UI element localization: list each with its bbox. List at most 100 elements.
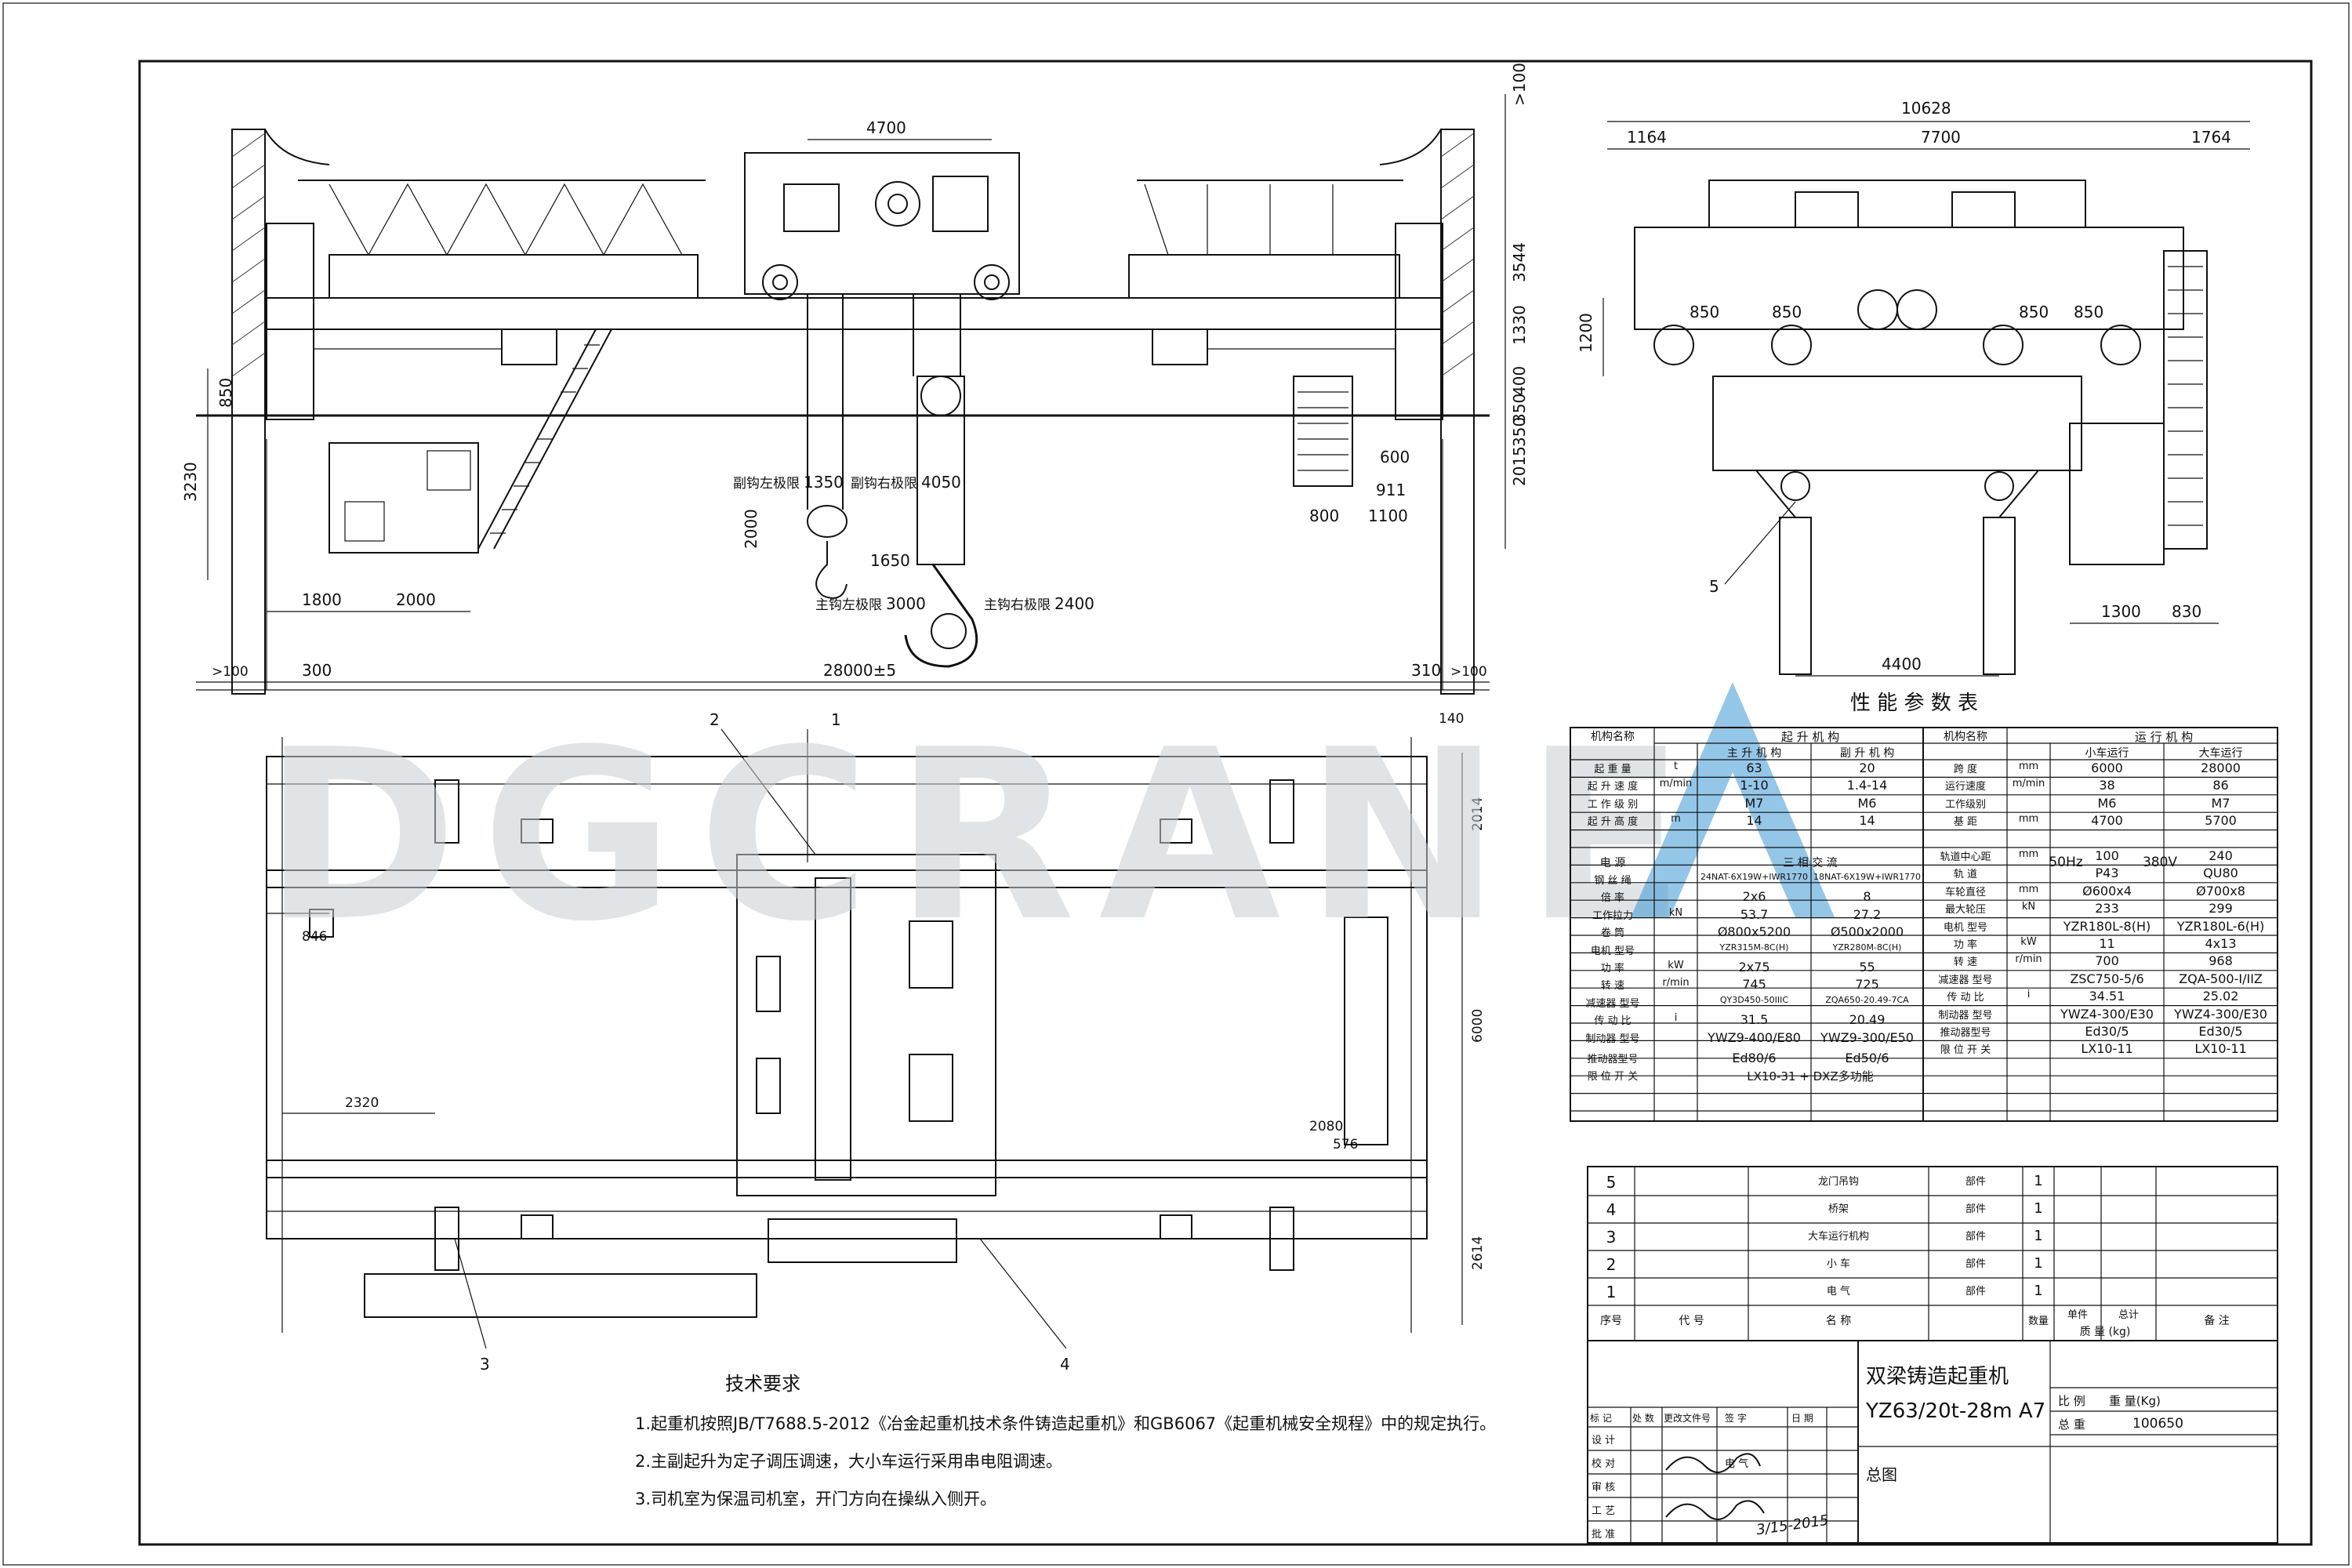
perf-left2-main: 31.5: [1740, 1012, 1769, 1028]
perf-left2-aux: 27.2: [1853, 906, 1882, 922]
perf-left-aux: 14: [1859, 813, 1875, 829]
signature-1: [1665, 1453, 1761, 1473]
dim-right-2: 1330: [1510, 305, 1529, 345]
perf-right-bridge: 240: [2209, 848, 2233, 863]
perf-right-label: 推动器型号: [1940, 1027, 1991, 1039]
perf-right-label: 减速器 型号: [1938, 974, 1993, 986]
perf-table-title: 性 能 参 数 表: [1850, 691, 1978, 715]
perf-left2-label: 电机 型号: [1590, 945, 1635, 957]
perf-left-aux: 20: [1859, 760, 1875, 775]
perf-right-bridge: YZR180L-6(H): [2176, 918, 2265, 934]
perf-left2-main: QY3D450-50IIIC: [1719, 994, 1789, 1005]
perf-left2-aux: Ø500x2000: [1830, 924, 1904, 940]
plan-callout-2: 2: [710, 710, 720, 729]
watermark: DGCRANE: [263, 682, 1835, 973]
perf-right-unit: m/min: [2012, 778, 2045, 790]
title-scale-label: 总 重: [2058, 1417, 2085, 1432]
drawing-frame: [138, 60, 2313, 1546]
perf-right-bridge: M7: [2211, 795, 2230, 811]
perf-left2-main: 2x75: [1738, 960, 1770, 975]
perf-left2-label: 制动器 型号: [1585, 1033, 1640, 1045]
side-row-1: 7700: [1921, 128, 1961, 147]
power-volt: 380V: [2142, 855, 2178, 870]
parts-no: 5: [1606, 1173, 1617, 1192]
perf-left2-label: 钢 丝 绳: [1594, 875, 1632, 887]
perf-right-bridge: 968: [2209, 953, 2233, 969]
dim-right-1: 3544: [1510, 242, 1529, 282]
watermark-accent-shape: [1631, 682, 1835, 917]
perf-right-label: 基 距: [1953, 816, 1978, 829]
perf-left2-unit: i: [1674, 1012, 1678, 1025]
perf-left2-main: YZR315M-8C(H): [1719, 942, 1789, 953]
perf-left2-main: 745: [1742, 977, 1766, 993]
perf-right-header-1: 运 行 机 构: [2134, 730, 2194, 744]
perf-right-label: 功 率: [1953, 939, 1978, 951]
perf-left2-aux: 55: [1859, 960, 1875, 975]
side-br-1: 830: [2172, 602, 2201, 621]
perf-right-bridge: 28000: [2201, 760, 2241, 775]
parts-no: 4: [1606, 1200, 1617, 1219]
perf-right-label: 车轮直径: [1944, 886, 1986, 898]
plan-callout-3: 3: [480, 1355, 490, 1374]
perf-right-bridge: Ø700x8: [2196, 883, 2245, 898]
parts-name: 电 气: [1826, 1286, 1851, 1298]
perf-left2-aux: 8: [1863, 889, 1871, 905]
side-left: 1200: [1577, 313, 1595, 353]
tb-col-3: 签 字: [1725, 1413, 1747, 1424]
perf-right-trolley: Ed30/5: [2085, 1024, 2129, 1039]
perf-right-unit: mm: [2018, 848, 2039, 860]
perf-left-aux: 1.4-14: [1846, 778, 1888, 793]
dim-bottom-right-1: 911: [1376, 481, 1406, 499]
perf-right-trolley: 4700: [2091, 813, 2123, 829]
dim-bottom-left-1: 2000: [396, 590, 436, 609]
plan-dim-5: 2320: [345, 1095, 379, 1111]
parts-h-remark: 备 注: [2204, 1315, 2230, 1327]
perf-left2-unit: kW: [1668, 960, 1684, 971]
parts-type: 部件: [1965, 1176, 1986, 1188]
lift-2-value: 3000: [886, 594, 926, 613]
title-drawing: 总图: [1866, 1465, 1897, 1484]
perf-left2-aux: 18NAT-6X19W+IWR1770: [1813, 872, 1921, 882]
perf-right-trolley: 233: [2095, 901, 2119, 916]
dim-bottom-left-0: 1800: [302, 590, 342, 609]
perf-right-bridge: Ed30/5: [2198, 1024, 2243, 1039]
dim-left-1: 3230: [181, 462, 200, 502]
title-product: 双梁铸造起重机: [1866, 1365, 2009, 1388]
side-br-0: 1300: [2101, 602, 2141, 621]
lift-1-label: 副钩右极限: [851, 476, 917, 492]
perf-right-unit: i: [2027, 989, 2031, 1001]
parts-no: 1: [1606, 1283, 1617, 1301]
lift-0-value: 1350: [804, 473, 844, 492]
plan-dim-7: 576: [1333, 1137, 1358, 1152]
perf-left-main: 1-10: [1740, 778, 1769, 793]
perf-left-label: 起 升 高 度: [1587, 816, 1639, 829]
perf-left2-main: LX10-31 + DXZ多功能: [1747, 1069, 1874, 1084]
dim-right-5: 350: [1510, 417, 1529, 447]
side-top: 10628: [1901, 99, 1951, 118]
dim-bottom-right-0: 600: [1380, 448, 1410, 466]
signature-2: [1665, 1500, 1765, 1520]
side-wheel-3: 850: [2074, 303, 2103, 321]
span-1: 300: [302, 661, 332, 680]
parts-type: 部件: [1965, 1258, 1986, 1270]
perf-right-bridge: YWZ4-300/E30: [2174, 1006, 2267, 1022]
perf-right-sub-0: 小车运行: [2085, 747, 2129, 760]
perf-left-unit: t: [1673, 760, 1679, 772]
tech-req-line-0: 1.起重机按照JB/T7688.5-2012《冶金起重机技术条件铸造起重机》和G…: [635, 1414, 1497, 1433]
perf-left-main: 14: [1746, 813, 1762, 829]
perf-right-trolley: 11: [2099, 936, 2115, 951]
perf-left2-aux: ZQA650-20.49-7CA: [1825, 994, 1909, 1005]
perf-left2-label: 限 位 开 关: [1587, 1071, 1639, 1083]
perf-table: 性 能 参 数 表: [1570, 691, 2278, 1122]
parts-h-qty: 数量: [2027, 1316, 2049, 1327]
side-wheel-2: 850: [2019, 303, 2049, 321]
perf-left-main: M7: [1744, 795, 1764, 811]
perf-right-bridge: 86: [2212, 778, 2229, 793]
perf-left2-aux: YZR280M-8C(H): [1832, 942, 1902, 953]
dim-top-span: 4700: [866, 118, 906, 137]
dim-right-3: 400: [1510, 366, 1529, 396]
title-model: YZ63/20t-28m A7: [1866, 1399, 2046, 1423]
side-row-0: 1164: [1627, 128, 1667, 147]
perf-left2-aux: Ed50/6: [1845, 1051, 1889, 1065]
